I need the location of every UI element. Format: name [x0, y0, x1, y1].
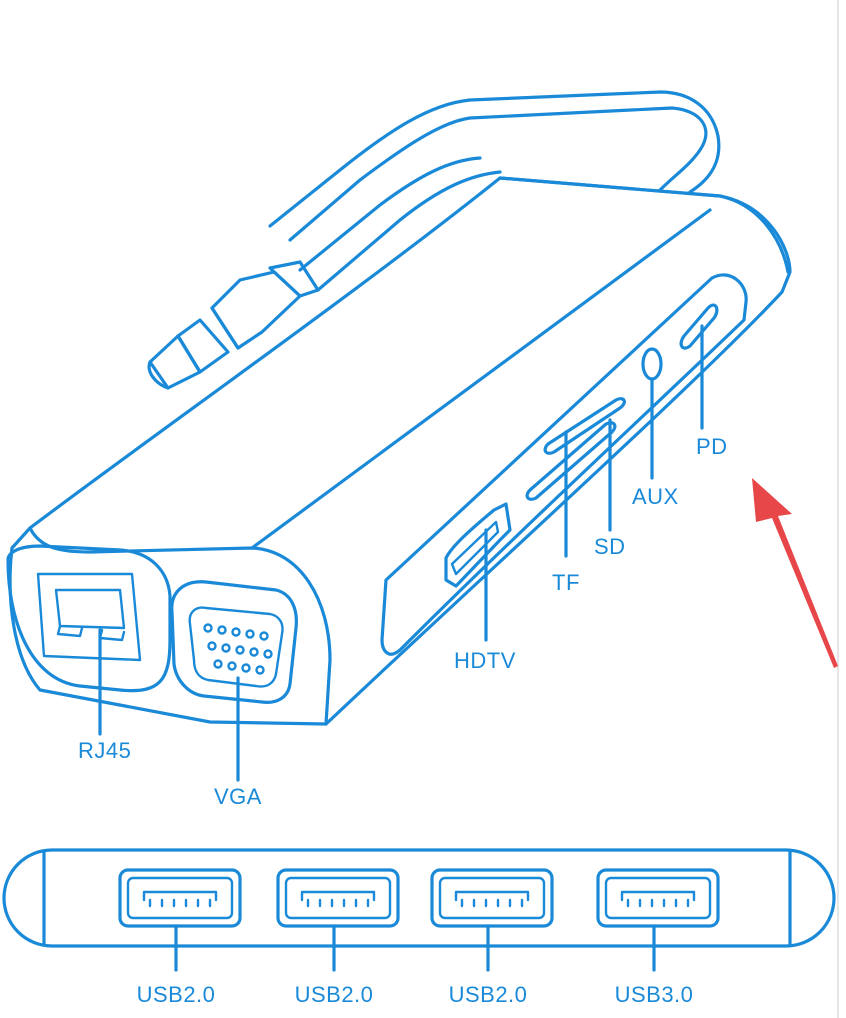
usb-port: USB2.0 — [430, 868, 554, 1007]
usb-port-label: USB2.0 — [137, 982, 216, 1007]
red-arrow-icon — [752, 478, 838, 668]
rj45-port — [6, 544, 172, 693]
usb-port-label: USB2.0 — [449, 982, 528, 1007]
usb-port: USB3.0 — [596, 868, 720, 1007]
usb-c-cable — [268, 90, 721, 292]
usb-port: USB2.0 — [276, 868, 400, 1007]
pd-port — [679, 303, 719, 350]
label-tf: TF — [552, 570, 580, 595]
label-aux: AUX — [632, 484, 679, 509]
leader-lines — [98, 324, 704, 782]
label-rj45: RJ45 — [78, 738, 131, 763]
hdtv-port — [444, 502, 512, 588]
usb-ports: USB2.0 USB2.0 USB2.0 USB3.0 — [118, 868, 720, 1007]
usb-port-label: USB3.0 — [615, 982, 694, 1007]
usb-port-label: USB2.0 — [295, 982, 374, 1007]
hub-body — [8, 176, 792, 726]
aux-port — [641, 347, 663, 381]
label-vga: VGA — [214, 784, 262, 809]
label-hdtv: HDTV — [454, 648, 516, 673]
usb-c-plug — [147, 260, 320, 390]
label-pd: PD — [696, 434, 728, 459]
label-sd: SD — [594, 534, 626, 559]
vga-pins — [203, 623, 273, 675]
usb-port: USB2.0 — [118, 868, 242, 1007]
vga-port — [170, 580, 298, 704]
usb-side-panel — [2, 848, 836, 948]
